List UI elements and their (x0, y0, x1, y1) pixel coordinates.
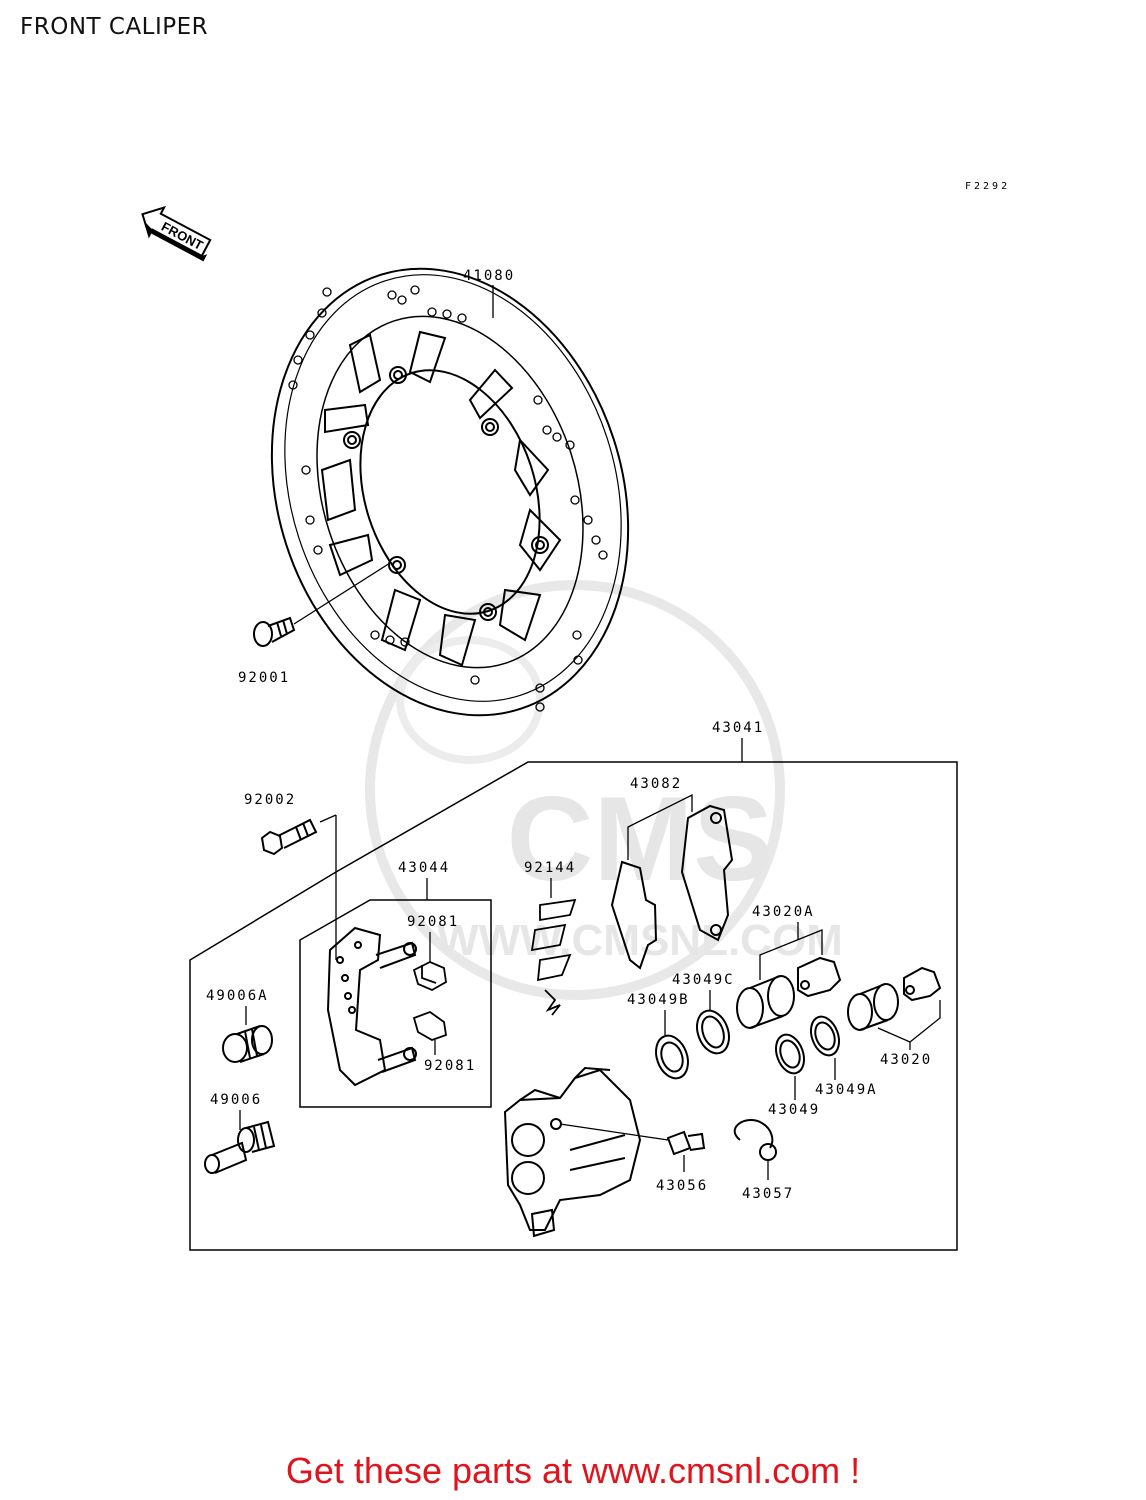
seal-43049C (696, 1009, 730, 1055)
callout-92081-upper: 92081 (407, 914, 459, 930)
boot-49006A (222, 1025, 273, 1063)
watermark-logo-text: CMS (507, 772, 774, 906)
clip-92081-upper (412, 961, 447, 992)
callout-43049B: 43049B (627, 992, 690, 1008)
callout-43049C: 43049C (672, 972, 735, 988)
callout-43057: 43057 (742, 1186, 794, 1202)
clip-92081-lower (412, 1010, 448, 1041)
brake-pads-43082 (610, 804, 734, 970)
front-direction-arrow-icon: FRONT (141, 205, 212, 262)
callout-43056: 43056 (656, 1178, 708, 1194)
figure-code: F2292 (965, 181, 1010, 192)
caliper-body (503, 1066, 642, 1238)
callout-92081-lower: 92081 (424, 1058, 476, 1074)
callout-49006: 49006 (210, 1092, 262, 1108)
callout-41080: 41080 (463, 268, 515, 284)
callout-43041: 43041 (712, 720, 764, 736)
pad-spring-92144 (530, 898, 577, 1016)
slide-pin-49006 (204, 1120, 276, 1174)
watermark-url-text: WWW.CMSNL.COM (437, 916, 843, 965)
callout-49006A: 49006A (206, 988, 269, 1004)
holder-assembly-frame (299, 899, 492, 1108)
seal-43049 (774, 1033, 806, 1075)
disc-bolt-92001 (253, 616, 296, 647)
callout-43020A: 43020A (752, 904, 815, 920)
seal-43049A (809, 1015, 841, 1057)
piston-43020 (847, 966, 942, 1031)
page-title: FRONT CALIPER (20, 14, 209, 40)
seal-43049B (655, 1034, 689, 1080)
callout-92144: 92144 (524, 860, 576, 876)
shop-promo-link[interactable]: Get these parts at www.cmsnl.com ! (285, 1450, 861, 1491)
callout-92002: 92002 (244, 792, 296, 808)
piston-43020A (736, 956, 842, 1029)
callout-43049A: 43049A (815, 1082, 878, 1098)
callout-43044: 43044 (398, 860, 450, 876)
bleeder-valve-43056 (666, 1130, 706, 1156)
bleeder-cap-43057 (733, 1119, 777, 1161)
callout-43082: 43082 (630, 776, 682, 792)
callout-43049: 43049 (768, 1102, 820, 1118)
brake-disc (270, 267, 630, 717)
callout-92001: 92001 (238, 670, 290, 686)
caliper-bracket (326, 926, 417, 1087)
mount-bolt-92002 (260, 818, 318, 856)
callout-43020: 43020 (880, 1052, 932, 1068)
